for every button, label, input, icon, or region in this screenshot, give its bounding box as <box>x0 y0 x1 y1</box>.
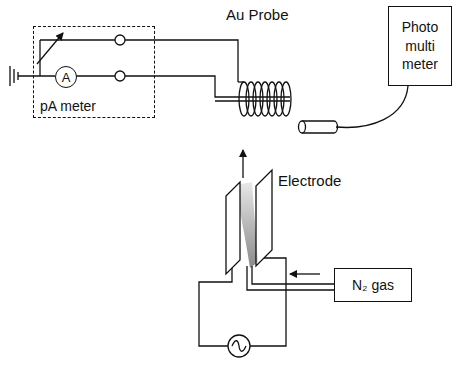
electrode-plate <box>226 182 240 274</box>
wire <box>75 75 115 76</box>
gas-inlet <box>247 266 334 290</box>
terminal <box>115 35 125 45</box>
wire <box>250 258 286 346</box>
ammeter-symbol: A <box>55 66 77 88</box>
optical-cable <box>336 86 408 127</box>
part-label: Au Probe <box>226 6 289 23</box>
gas-supply-box: N₂ gas <box>334 268 412 302</box>
variable-resistor-symbol <box>37 33 115 76</box>
node-text: Photo multi meter <box>398 18 442 75</box>
electrode-plate <box>256 170 272 266</box>
part-label: Electrode <box>278 172 341 189</box>
flow-arrow <box>290 273 320 274</box>
photomultiplier-box: Photo multi meter <box>388 6 452 86</box>
ac-source <box>228 335 250 357</box>
ac-source <box>232 341 246 352</box>
wire <box>199 268 232 346</box>
node-text: A <box>62 70 71 85</box>
flow-arrow <box>242 150 243 178</box>
fiber-head <box>299 121 338 133</box>
coil-winding <box>238 82 291 116</box>
meter-housing: pA meter A <box>33 26 155 118</box>
node-text: pA meter <box>40 98 96 114</box>
terminal <box>115 71 125 81</box>
probe-rod <box>125 76 290 97</box>
node-text: N₂ gas <box>352 277 394 293</box>
